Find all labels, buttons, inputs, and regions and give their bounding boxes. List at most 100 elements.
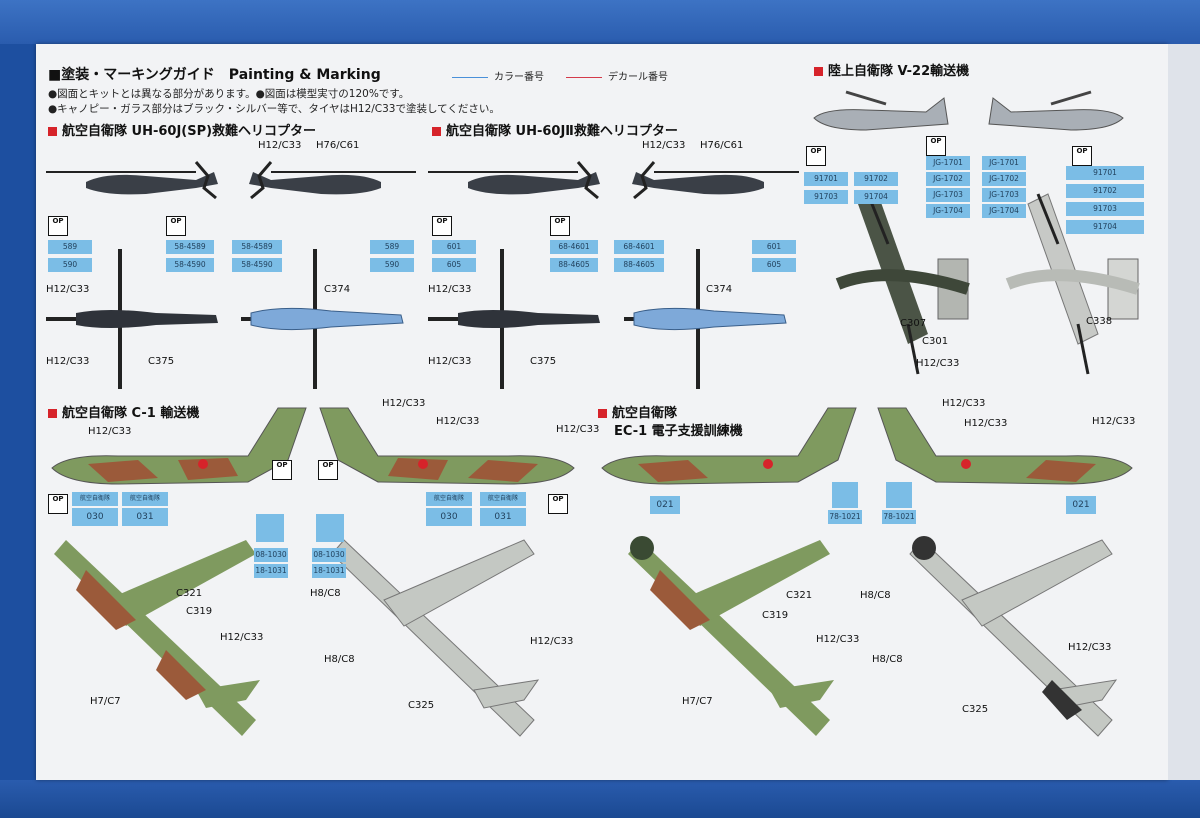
uh60j2-top-drawing: [428, 249, 600, 389]
v22-side-right-drawing: [988, 90, 1124, 131]
label-c338: C338: [1086, 316, 1113, 327]
decal-c1-code-1031: 18-1031: [254, 564, 288, 578]
decal-c1-insignia-a: [256, 514, 284, 542]
note-line-2: ●キャノピー・ガラス部分はブラック・シルバー等で、タイヤはH12/C33で塗装し…: [48, 103, 500, 115]
label-c321-c1: C321: [176, 588, 203, 599]
decal-c1-code-1030: 08-1030: [254, 548, 288, 562]
decal-v22-jg1702: JG-1702: [926, 172, 970, 186]
c1-top-drawing: [54, 540, 260, 736]
label-c374-uh1: C374: [324, 284, 351, 295]
decal-uh2-code-4601-b: 68-4601: [614, 240, 664, 254]
label-h12-c1-right-b: H12/C33: [436, 416, 480, 427]
decal-c1-031: 031: [122, 508, 168, 526]
label-h12-ec1-b: H12/C33: [964, 418, 1008, 429]
decal-uh1-code-4590: 58-4590: [166, 258, 214, 272]
decal-v22-91702-b: 91702: [1066, 184, 1144, 198]
decal-v22-91704-b: 91704: [1066, 220, 1144, 234]
label-h12-uh2: H12/C33: [642, 140, 686, 151]
op-box-c1-b: OP: [272, 460, 292, 480]
op-box-v22-a: OP: [806, 146, 826, 166]
op-box-c1-c: OP: [318, 460, 338, 480]
section-title-c1: 航空自衛隊 C-1 輸送機: [48, 402, 199, 421]
decal-c1-small-d: 航空自衛隊: [480, 492, 526, 506]
op-box-uh1-b: OP: [166, 216, 186, 236]
decal-uh2-code-4605: 88-4605: [550, 258, 598, 272]
decal-c1-030-b: 030: [426, 508, 472, 526]
decal-uh2-code-4601: 68-4601: [550, 240, 598, 254]
label-c375-uh2: C375: [530, 356, 557, 367]
op-box-uh1-a: OP: [48, 216, 68, 236]
uh60j-bottom-drawing: [241, 249, 404, 389]
decal-v22-jg1703: JG-1703: [926, 188, 970, 202]
decal-v22-jg1703-b: JG-1703: [982, 188, 1026, 202]
decal-v22-jg1704: JG-1704: [926, 204, 970, 218]
decal-c1-code-1030-b: 08-1030: [312, 548, 346, 562]
label-c325-ec1: C325: [962, 704, 989, 715]
decal-ec1-insignia-b: [886, 482, 912, 508]
decal-v22-91703: 91703: [804, 190, 848, 204]
decal-v22-91702: 91702: [854, 172, 898, 186]
decal-v22-91701: 91701: [804, 172, 848, 186]
section-title-uh60j: 航空自衛隊 UH-60J(SP)救難ヘリコプター: [48, 120, 316, 139]
decal-ec1-insignia-a: [832, 482, 858, 508]
label-h8-c1-a: H8/C8: [310, 588, 341, 599]
decal-uh1-code-4590-b: 58-4590: [232, 258, 282, 272]
label-h7-c1: H7/C7: [90, 696, 121, 707]
label-h8-ec1-b: H8/C8: [872, 654, 903, 665]
label-c301: C301: [922, 336, 949, 347]
label-h7-ec1: H7/C7: [682, 696, 713, 707]
label-h12-uh1-top: H12/C33: [46, 284, 90, 295]
section-title-v22: 陸上自衛隊 V-22輸送機: [814, 60, 969, 79]
label-h12-ec1-a: H12/C33: [942, 398, 986, 409]
decal-uh2-num-601: 601: [432, 240, 476, 254]
note-line-1: ●図面とキットとは異なる部分があります。●図面は模型実寸の120%です。: [48, 88, 410, 100]
label-c319-c1: C319: [186, 606, 213, 617]
sheet-edge: [1168, 44, 1200, 780]
decal-v22-jg1702-b: JG-1702: [982, 172, 1026, 186]
op-box-uh2-a: OP: [432, 216, 452, 236]
decal-uh1-code-4589: 58-4589: [166, 240, 214, 254]
legend-decal: デカール番号: [566, 68, 668, 83]
decal-uh1-num-590: 590: [48, 258, 92, 272]
ec1-side-right-drawing: [877, 407, 1133, 485]
decal-v22-jg1701-b: JG-1701: [982, 156, 1026, 170]
decal-uh2-num-601-b: 601: [752, 240, 796, 254]
op-box-c1-d: OP: [548, 494, 568, 514]
page-title: ■塗装・マーキングガイド Painting & Marking: [48, 67, 381, 83]
decal-v22-jg1701: JG-1701: [926, 156, 970, 170]
decal-c1-030: 030: [72, 508, 118, 526]
instruction-sheet: ■塗装・マーキングガイド Painting & Marking カラー番号 デカ…: [36, 44, 1200, 780]
label-h12-c1-left: H12/C33: [88, 426, 132, 437]
label-h12-ec1-c: H12/C33: [1092, 416, 1136, 427]
label-h12-ec1-top: H12/C33: [816, 634, 860, 645]
label-c321-ec1: C321: [786, 590, 813, 601]
label-h12-uh2-bottom: H12/C33: [428, 356, 472, 367]
c1-side-left-drawing: [51, 407, 307, 485]
label-c374-uh2: C374: [706, 284, 733, 295]
label-h12-uh1-bottom: H12/C33: [46, 356, 90, 367]
label-h12-uh2-top: H12/C33: [428, 284, 472, 295]
label-h76-uh2: H76/C61: [700, 140, 744, 151]
decal-uh2-num-605: 605: [432, 258, 476, 272]
decal-ec1-021-b: 021: [1066, 496, 1096, 514]
decal-uh1-num-589-b: 589: [370, 240, 414, 254]
decal-v22-jg1704-b: JG-1704: [982, 204, 1026, 218]
decal-v22-91703-b: 91703: [1066, 202, 1144, 216]
decal-uh2-code-4605-b: 88-4605: [614, 258, 664, 272]
uh60j2-side-left-drawing: [428, 161, 600, 200]
ec1-top-drawing: [628, 536, 834, 736]
label-c375-uh1: C375: [148, 356, 175, 367]
label-h12-c1-bottom: H12/C33: [530, 636, 574, 647]
decal-uh1-num-589: 589: [48, 240, 92, 254]
section-title-ec1-b: EC-1 電子支援訓練機: [614, 424, 743, 439]
c1-bottom-drawing: [331, 539, 540, 737]
decal-ec1-code-a: 78-1021: [828, 510, 862, 524]
uh60j-top-drawing: [46, 249, 218, 389]
op-box-v22-b: OP: [926, 136, 946, 156]
box-frame-bottom: [0, 780, 1200, 818]
decal-uh1-num-590-b: 590: [370, 258, 414, 272]
v22-top-drawing: [835, 193, 970, 375]
label-h76-uh1: H76/C61: [316, 140, 360, 151]
label-h12-v22: H12/C33: [916, 358, 960, 369]
label-c307: C307: [900, 318, 927, 329]
